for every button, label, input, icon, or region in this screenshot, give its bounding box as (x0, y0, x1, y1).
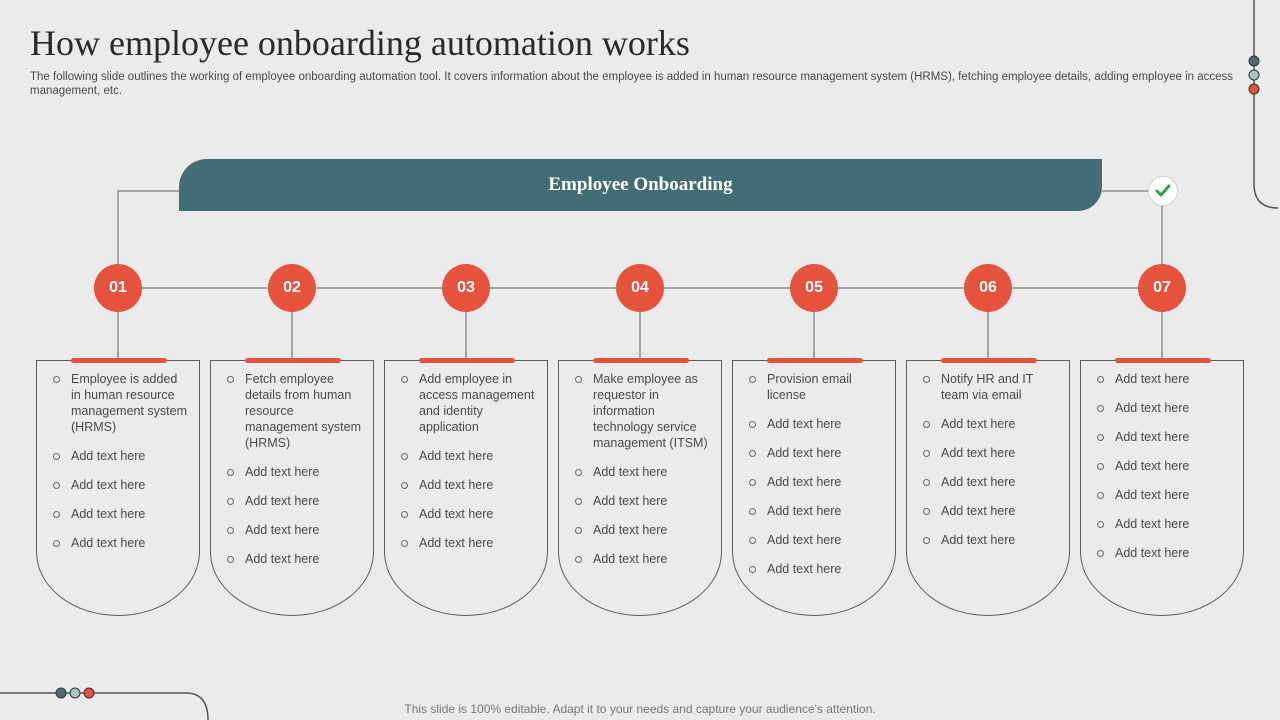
list-item: Add text here (225, 551, 363, 567)
decor-dot-teal (1248, 55, 1260, 67)
list-item: Add text here (1095, 516, 1233, 532)
list-item: Add text here (921, 445, 1059, 461)
decor-dot-light (1248, 69, 1260, 81)
step-item-list: Make employee as requestor in informatio… (559, 361, 721, 567)
list-item: Add text here (225, 464, 363, 480)
list-item: Add text here (1095, 400, 1233, 416)
step-number-02: 02 (268, 264, 316, 312)
list-item: Add text here (921, 474, 1059, 490)
list-item: Add text here (51, 448, 189, 464)
list-item: Add text here (1095, 487, 1233, 503)
step-card-02: Fetch employee details from human resour… (210, 358, 374, 616)
list-item: Add text here (1095, 458, 1233, 474)
step-item-list: Add employee in access management and id… (385, 361, 547, 551)
step-number-06: 06 (964, 264, 1012, 312)
step-item-list: Employee is added in human resource mana… (37, 361, 199, 551)
step-card-03: Add employee in access management and id… (384, 358, 548, 616)
check-icon (1148, 176, 1178, 206)
list-item: Add employee in access management and id… (399, 371, 537, 435)
list-item: Add text here (921, 532, 1059, 548)
banner-label: Employee Onboarding (548, 174, 733, 195)
step-number-07: 07 (1138, 264, 1186, 312)
list-item: Provision email license (747, 371, 885, 403)
list-item: Fetch employee details from human resour… (225, 371, 363, 451)
list-item: Add text here (573, 522, 711, 538)
list-item: Notify HR and IT team via email (921, 371, 1059, 403)
list-item: Add text here (921, 416, 1059, 432)
step-drops (117, 312, 1163, 360)
list-item: Add text here (573, 464, 711, 480)
list-item: Add text here (225, 493, 363, 509)
decor-dot-red (1248, 83, 1260, 95)
decor-curve-bottom-left (0, 692, 209, 720)
list-item: Add text here (1095, 429, 1233, 445)
step-card-04: Make employee as requestor in informatio… (558, 358, 722, 616)
list-item: Add text here (573, 551, 711, 567)
banner: Employee Onboarding (179, 159, 1102, 211)
step-number-03: 03 (442, 264, 490, 312)
list-item: Add text here (573, 493, 711, 509)
connector-left (117, 190, 179, 264)
step-card-01: Employee is added in human resource mana… (36, 358, 200, 616)
list-item: Add text here (399, 506, 537, 522)
card-accent-bar (71, 358, 167, 363)
slide-title: How employee onboarding automation works (30, 23, 690, 63)
decor-dot-red (83, 687, 95, 699)
list-item: Add text here (51, 506, 189, 522)
card-accent-bar (419, 358, 515, 363)
list-item: Make employee as requestor in informatio… (573, 371, 711, 451)
list-item: Add text here (747, 561, 885, 577)
list-item: Add text here (747, 445, 885, 461)
slide-subtitle: The following slide outlines the working… (30, 71, 1234, 97)
list-item: Employee is added in human resource mana… (51, 371, 189, 435)
decor-dot-teal (55, 687, 67, 699)
card-accent-bar (941, 358, 1037, 363)
list-item: Add text here (1095, 371, 1233, 387)
decor-dot-light (69, 687, 81, 699)
list-item: Add text here (1095, 545, 1233, 561)
list-item: Add text here (399, 477, 537, 493)
list-item: Add text here (747, 532, 885, 548)
list-item: Add text here (51, 477, 189, 493)
step-number-01: 01 (94, 264, 142, 312)
card-accent-bar (245, 358, 341, 363)
footer-note: This slide is 100% editable. Adapt it to… (404, 702, 876, 716)
step-item-list: Fetch employee details from human resour… (211, 361, 373, 567)
list-item: Add text here (747, 416, 885, 432)
card-accent-bar (767, 358, 863, 363)
list-item: Add text here (399, 535, 537, 551)
card-accent-bar (1115, 358, 1211, 363)
decor-curve-top-right (1253, 0, 1279, 209)
list-item: Add text here (399, 448, 537, 464)
list-item: Add text here (747, 503, 885, 519)
list-item: Add text here (51, 535, 189, 551)
list-item: Add text here (921, 503, 1059, 519)
list-item: Add text here (747, 474, 885, 490)
list-item: Add text here (225, 522, 363, 538)
step-number-05: 05 (790, 264, 838, 312)
card-accent-bar (593, 358, 689, 363)
step-number-04: 04 (616, 264, 664, 312)
